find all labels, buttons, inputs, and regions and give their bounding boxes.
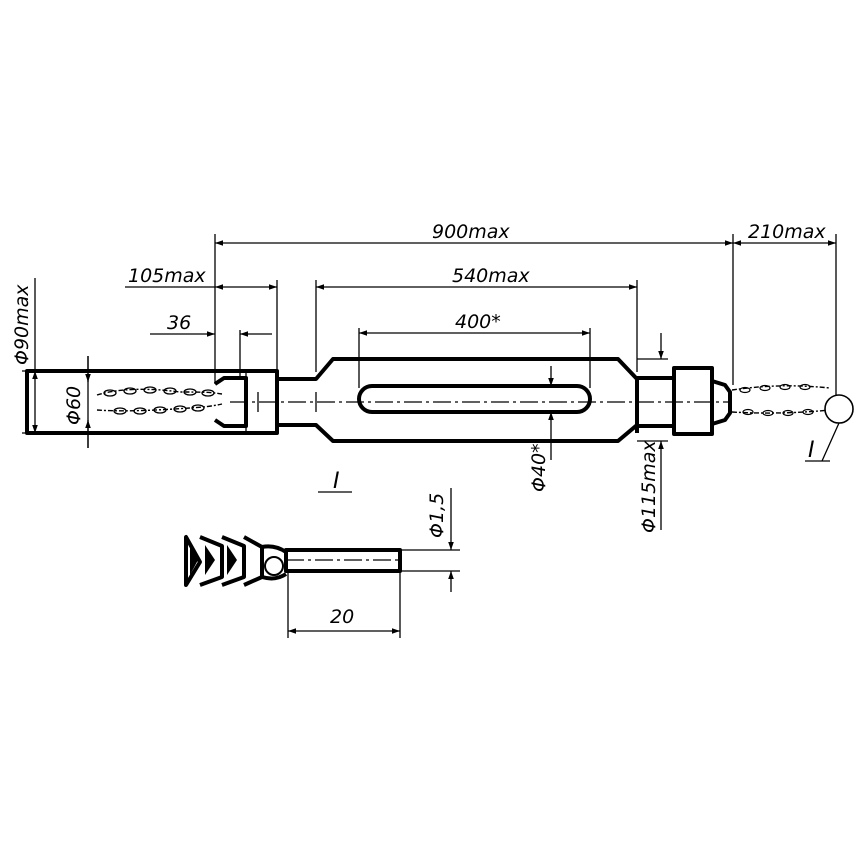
dim-overall-length: 900max xyxy=(432,221,510,243)
dim-outer-diameter: Φ90max xyxy=(11,284,33,365)
dim-bore-diameter: Φ60 xyxy=(63,386,85,425)
dim-pin-offset: 36 xyxy=(167,312,191,334)
detail-view-pin xyxy=(184,488,460,638)
dim-pin-length: 20 xyxy=(330,606,354,628)
dim-pin-diameter: Φ1,5 xyxy=(426,493,448,538)
tail-chain xyxy=(731,383,854,424)
pin-eye xyxy=(264,556,284,576)
dim-slot-length: 400* xyxy=(455,311,501,333)
left-neck xyxy=(277,357,639,433)
right-nut xyxy=(672,366,714,436)
dim-end-length: 105max xyxy=(128,265,206,287)
detail-mark-callout: I xyxy=(808,438,815,463)
end-ball xyxy=(824,394,854,424)
dim-rod-diameter: Φ40* xyxy=(528,443,550,492)
dim-head-diameter: Φ115max xyxy=(638,440,660,533)
dimension-lines xyxy=(32,240,836,530)
dim-body-length: 540max xyxy=(452,265,530,287)
turnbuckle-assembly xyxy=(25,357,854,443)
dim-tail-length: 210max xyxy=(748,221,826,243)
detail-mark-main: I xyxy=(333,469,340,494)
body-slot xyxy=(357,384,592,414)
callout-leader xyxy=(821,422,840,462)
bore-chain xyxy=(96,386,223,415)
